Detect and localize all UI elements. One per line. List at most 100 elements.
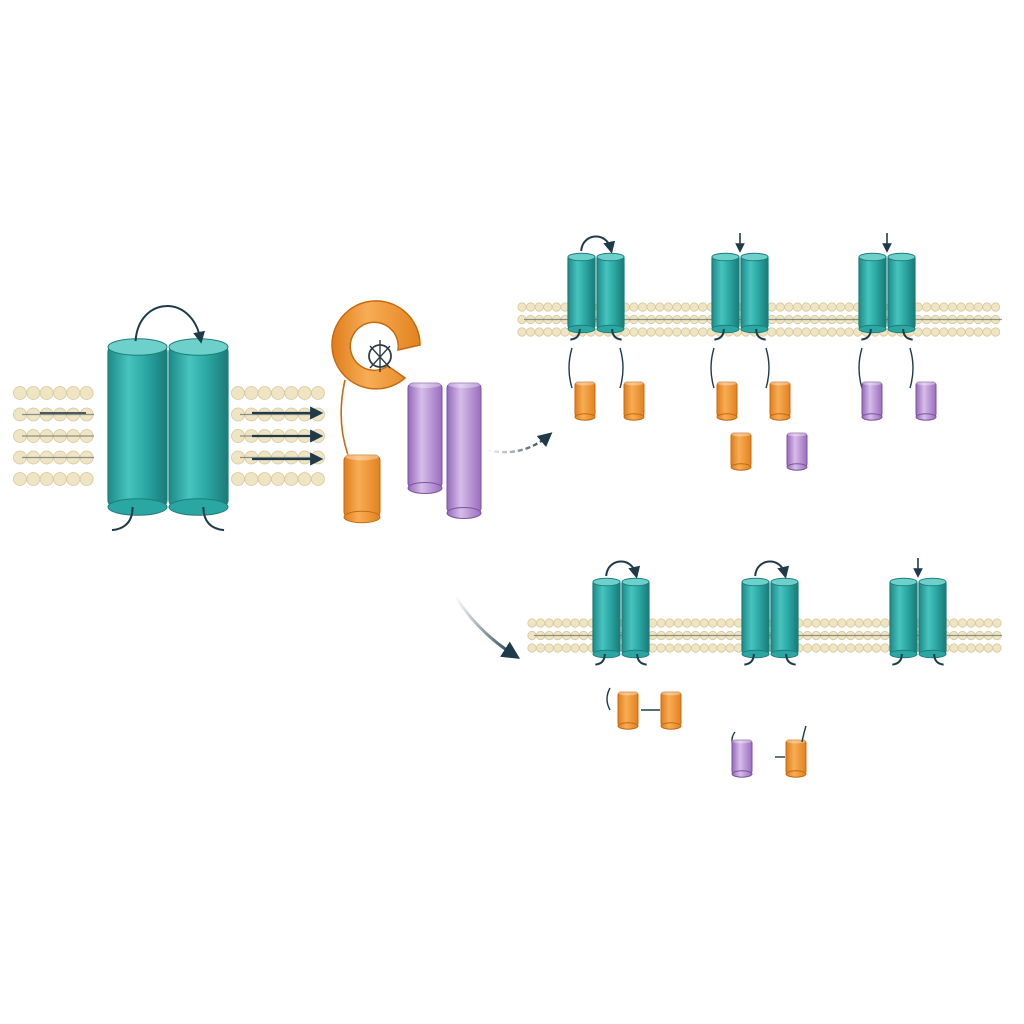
receptor-bottom (621, 649, 650, 659)
lipid-head (646, 327, 656, 337)
lipid-head (698, 327, 708, 337)
lipid-head (536, 643, 546, 653)
cylinder-top (408, 379, 442, 389)
lipid-head (835, 302, 846, 312)
lipid-head (257, 386, 272, 400)
lipid-head (570, 618, 580, 628)
g-alpha-small (623, 380, 645, 421)
lipid-head (975, 618, 985, 628)
lipid-head (965, 327, 975, 337)
receptor-top (567, 252, 596, 262)
cylinder-body (786, 432, 808, 468)
lipid-head (579, 618, 589, 628)
g-beta-small (861, 380, 883, 421)
lipid-head (775, 327, 785, 337)
lipid-head (854, 618, 864, 628)
lipid-head (544, 618, 554, 628)
cylinder-top (717, 380, 737, 386)
membrane-receptor-main (107, 305, 229, 532)
receptor-tail (111, 506, 134, 532)
lipid-head (527, 618, 537, 628)
lipid-head (966, 618, 976, 628)
cylinder-body (343, 454, 381, 518)
cylinder-top (916, 380, 936, 386)
receptor-top (887, 252, 916, 262)
lipid-head (665, 618, 675, 628)
receptor-tail (785, 653, 796, 666)
shape-layer (40, 233, 947, 778)
g-beta-small (786, 431, 808, 471)
lipid-head (271, 472, 285, 486)
lipid-head (957, 618, 968, 628)
lipid-head (244, 472, 259, 486)
membrane-receptor-small (858, 233, 916, 341)
cylinder-top (731, 431, 751, 437)
lipid-head (949, 618, 959, 628)
lipid-head (845, 618, 856, 628)
lipid-head (922, 327, 932, 337)
receptor-helix (168, 344, 229, 508)
lipid-head (655, 302, 665, 312)
lipid-head (725, 643, 735, 653)
lipid-head (13, 386, 27, 400)
lipid-head (629, 302, 639, 312)
lipid-head (231, 472, 245, 486)
receptor-helix (889, 579, 918, 655)
lipid-head (297, 386, 312, 400)
linker-line (619, 347, 624, 389)
cylinder-top (661, 690, 681, 696)
lipid-head (880, 643, 890, 653)
lipid-head (802, 618, 813, 628)
lipid-head (983, 618, 993, 628)
lipid-head (982, 327, 992, 337)
lipid-head (975, 643, 985, 653)
membrane-receptor-small (567, 235, 625, 341)
receptor-bottom (107, 498, 168, 516)
receptor-top (596, 252, 625, 262)
lipid-head (517, 302, 527, 312)
lipid-head (665, 643, 675, 653)
lipid-head (680, 327, 691, 337)
receptor-bottom (168, 498, 229, 516)
cylinder-top (787, 431, 807, 437)
lipid-head (871, 643, 882, 653)
membrane-receptor-small (889, 558, 947, 666)
lipid-head (526, 327, 536, 337)
cylinder-bottom (861, 413, 883, 421)
lipid-head (716, 643, 727, 653)
lipid-head (930, 327, 940, 337)
lipid-head (775, 302, 785, 312)
lipid-head (992, 618, 1002, 628)
lipid-head (673, 643, 683, 653)
g-alpha-small (785, 738, 807, 778)
lipid-head (956, 302, 966, 312)
lipid-head (534, 302, 544, 312)
cylinder-bottom (446, 507, 482, 519)
lipid-head (792, 302, 803, 312)
lipid-head (663, 327, 673, 337)
lipid-head (939, 327, 949, 337)
lipid-head (837, 643, 847, 653)
lipid-head (930, 302, 940, 312)
receptor-top (711, 252, 740, 262)
receptor-helix (740, 254, 769, 330)
lipid-head (271, 386, 285, 400)
lipid-head (13, 472, 27, 486)
receptor-top (918, 577, 947, 587)
lipid-head (699, 643, 709, 653)
lipid-head (231, 386, 245, 400)
lipid-head (526, 302, 536, 312)
lipid-head (690, 618, 701, 628)
lipid-head (551, 327, 562, 337)
cylinder-bottom (660, 722, 682, 730)
receptor-bottom (770, 649, 799, 659)
cylinder-bottom (716, 413, 738, 421)
g-alpha-small (716, 380, 738, 421)
lipid-head (672, 302, 682, 312)
membrane-receptor-small (592, 560, 650, 666)
lipid-head (802, 643, 813, 653)
lipid-head (820, 618, 830, 628)
lipid-head (257, 472, 272, 486)
receptor-bottom (592, 649, 621, 659)
linker-line (909, 347, 914, 389)
